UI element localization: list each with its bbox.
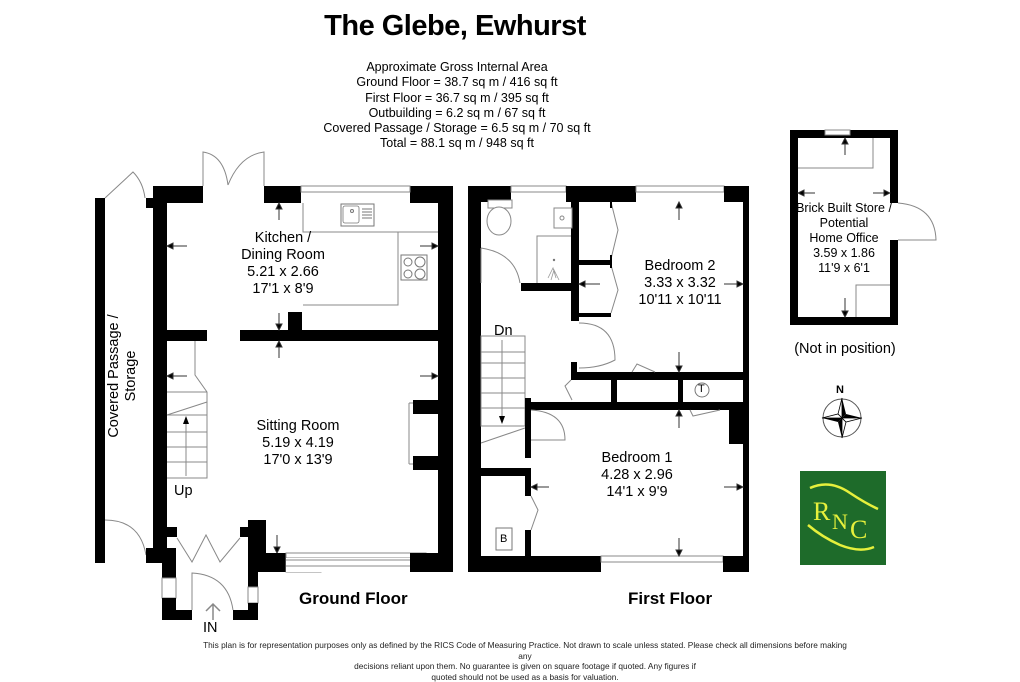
- disclaimer-line: decisions reliant upon them. No guarante…: [200, 661, 850, 672]
- room-bedroom-2: Bedroom 2 3.33 x 3.32 10'11 x 10'11: [620, 258, 740, 309]
- room-name: Brick Built Store /: [795, 201, 893, 216]
- entrance-label: IN: [203, 620, 218, 637]
- disclaimer: This plan is for representation purposes…: [200, 640, 850, 682]
- ground-floor-plan: [95, 152, 453, 620]
- disclaimer-line: This plan is for representation purposes…: [200, 640, 850, 661]
- room-dimensions-metric: 4.28 x 2.96: [577, 467, 697, 484]
- room-sitting: Sitting Room 5.19 x 4.19 17'0 x 13'9: [243, 418, 353, 469]
- room-name: Bedroom 2: [620, 258, 740, 275]
- room-dimensions-metric: 5.19 x 4.19: [243, 435, 353, 452]
- compass-rose-icon: [822, 398, 862, 438]
- room-name: Kitchen /: [228, 230, 338, 247]
- logo-letter-n: N: [832, 509, 848, 535]
- room-outbuilding: Brick Built Store / Potential Home Offic…: [795, 201, 893, 276]
- ground-floor-label: Ground Floor: [299, 589, 408, 609]
- compass-north-label: N: [836, 384, 844, 396]
- room-dimensions-metric: 3.59 x 1.86: [795, 246, 893, 261]
- first-floor-plan: [468, 186, 749, 572]
- stairs-up-label: Up: [174, 483, 193, 500]
- room-name: Dining Room: [228, 247, 338, 264]
- room-dimensions-imperial: 17'1 x 8'9: [228, 281, 338, 298]
- room-dimensions-imperial: 11'9 x 6'1: [795, 261, 893, 276]
- tank-label: T: [698, 383, 705, 395]
- room-name: Sitting Room: [243, 418, 353, 435]
- logo-letter-r: R: [813, 497, 830, 527]
- boiler-label: B: [500, 533, 507, 545]
- logo-letter-c: C: [850, 515, 867, 545]
- outbuilding-note: (Not in position): [790, 341, 900, 358]
- disclaimer-line: quoted should not be used as a basis for…: [200, 672, 850, 682]
- room-kitchen-dining: Kitchen / Dining Room 5.21 x 2.66 17'1 x…: [228, 230, 338, 298]
- room-dimensions-imperial: 17'0 x 13'9: [243, 452, 353, 469]
- stairs-down-label: Dn: [494, 323, 513, 340]
- room-name: Potential: [795, 216, 893, 231]
- room-dimensions-metric: 5.21 x 2.66: [228, 264, 338, 281]
- room-dimensions-imperial: 14'1 x 9'9: [577, 484, 697, 501]
- first-floor-label: First Floor: [628, 589, 712, 609]
- room-name: Covered Passage /: [106, 306, 123, 446]
- room-dimensions-imperial: 10'11 x 10'11: [620, 292, 740, 309]
- room-name: Home Office: [795, 231, 893, 246]
- room-name: Storage: [123, 306, 140, 446]
- agent-logo: R N C: [800, 471, 886, 565]
- room-dimensions-metric: 3.33 x 3.32: [620, 275, 740, 292]
- room-bedroom-1: Bedroom 1 4.28 x 2.96 14'1 x 9'9: [577, 450, 697, 501]
- room-name: Bedroom 1: [577, 450, 697, 467]
- room-covered-passage: Covered Passage / Storage: [106, 306, 142, 446]
